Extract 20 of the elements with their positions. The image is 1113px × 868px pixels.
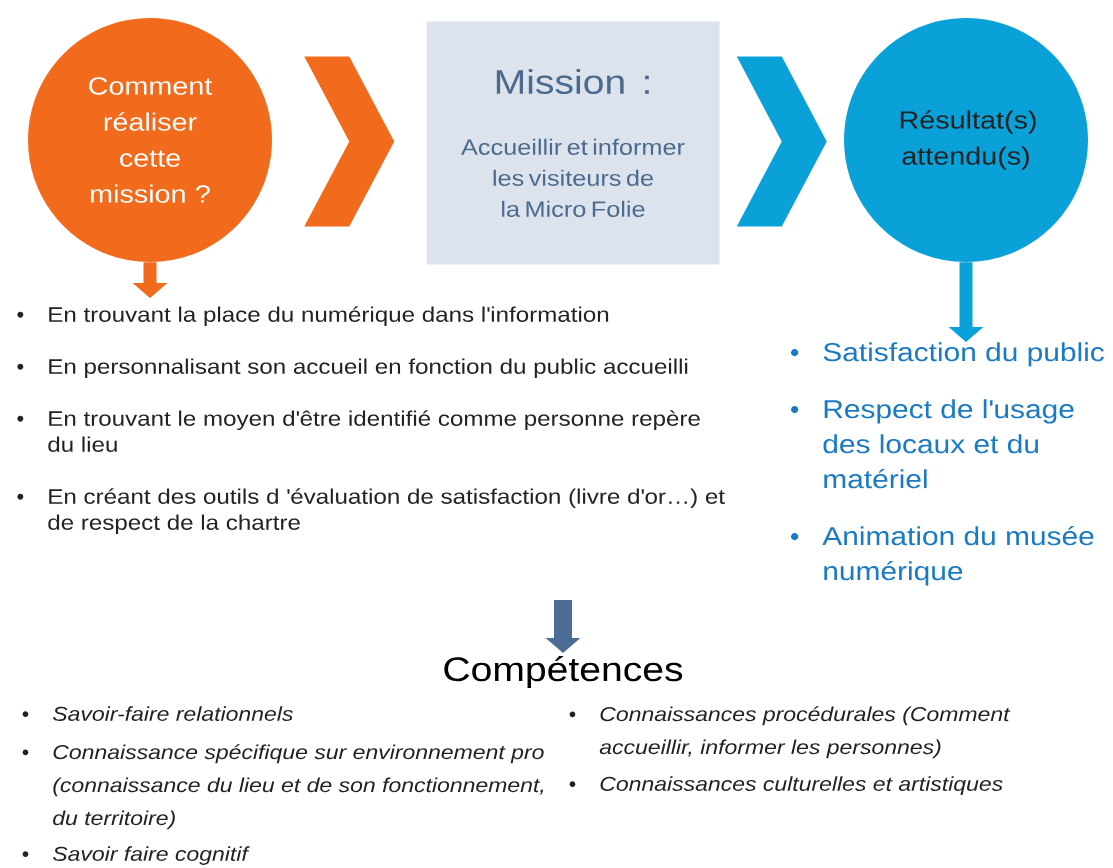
bullet-list: En trouvant la place du numérique dans l'information En personnalisant son accueil en fonction du public accueilli En trouvant le moyen d'être identifié comme personne repère du lieu En créant des outils d 'évaluation de satisfaction (livre d'or…) et de respect de la chartre: [17, 306, 725, 535]
node-label: En trouvant le moyen d'être identifié comme personne repère du lieu: [48, 410, 700, 452]
node-label: En personnalisant son accueil en fonction du public accueilli: [49, 358, 688, 379]
chevron-arrow: [736, 56, 827, 227]
bullet-item: Connaissances procédurales (Comment accueillir, informer les personnes): [569, 706, 1011, 759]
bullet-item: Connaissances culturelles et artistiques: [569, 776, 1003, 795]
node-label: Animation du musée numérique: [822, 525, 1094, 586]
bullet-item: Connaissance spécifique sur environnement pro (connaissance du lieu et de son fonctionnement, du territoire): [22, 744, 544, 830]
node-label: En trouvant la place du numérique dans l'information: [49, 306, 609, 327]
bullet-item: Savoir faire cognitif: [22, 846, 250, 865]
heading: Compétences: [444, 655, 683, 689]
bullet-list: Satisfaction du public Respect de l'usage des locaux et du matériel Animation du musée numérique: [791, 342, 1104, 586]
node-label: Satisfaction du public: [823, 342, 1104, 367]
circle-node: Résultat(s) attendu(s): [844, 18, 1088, 262]
bullet-item: Savoir-faire relationnels: [22, 706, 293, 721]
mission-box: Mission : Accueillir et informer les visiteurs de la Micro Folie: [426, 21, 720, 265]
chevron-arrow: [304, 56, 395, 227]
node-label: En créant des outils d 'évaluation de satisfaction (livre d'or…) et de respect de la chartre: [48, 488, 725, 535]
circle-node: Comment réaliser cette mission ?: [28, 18, 272, 262]
node-label: Respect de l'usage des locaux et du matériel: [823, 399, 1074, 489]
